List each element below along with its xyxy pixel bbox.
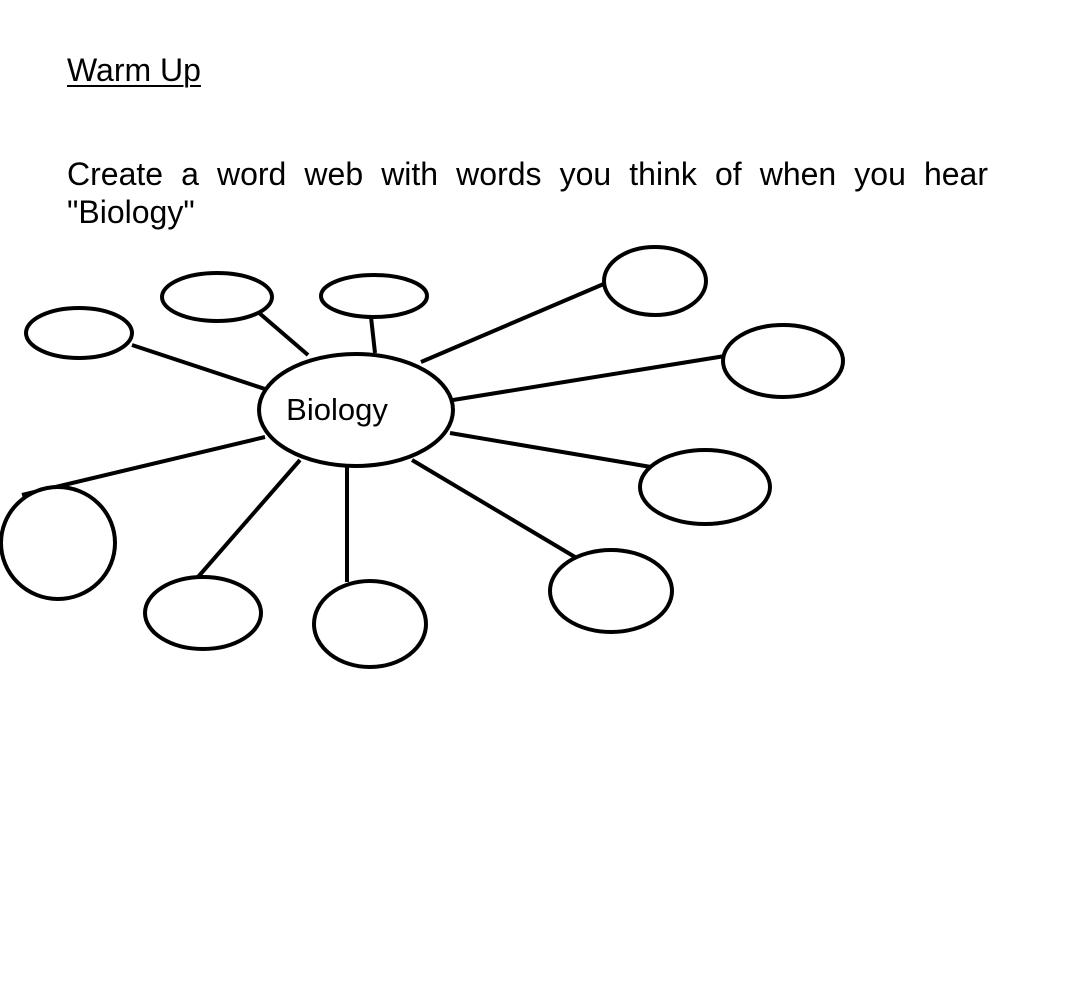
blank-bubble[interactable] xyxy=(721,323,845,399)
connector-top xyxy=(369,316,377,354)
connector-bottom-right xyxy=(410,458,577,559)
connector-right xyxy=(452,354,726,402)
instructions-text: Create a word web with words you think o… xyxy=(67,156,988,230)
blank-bubble[interactable] xyxy=(319,273,429,319)
slide-title: Warm Up xyxy=(67,52,201,88)
center-label: Biology xyxy=(286,392,388,427)
blank-bubble[interactable] xyxy=(0,485,117,601)
connector-bottom-left xyxy=(196,458,302,579)
blank-bubble[interactable] xyxy=(548,548,674,634)
blank-bubble[interactable] xyxy=(24,306,134,360)
blank-bubble[interactable] xyxy=(160,271,274,323)
connector-top-right xyxy=(420,281,607,364)
connector-left xyxy=(131,343,269,392)
center-bubble xyxy=(257,352,455,468)
connector-right-lower xyxy=(449,431,652,469)
blank-bubble[interactable] xyxy=(143,575,263,651)
blank-bubble[interactable] xyxy=(638,448,772,526)
blank-bubbles xyxy=(0,245,845,669)
center-node: Biology xyxy=(257,352,455,468)
connectors xyxy=(21,281,726,582)
blank-bubble[interactable] xyxy=(602,245,708,317)
connector-top-left xyxy=(256,310,310,357)
blank-bubble[interactable] xyxy=(312,579,428,669)
